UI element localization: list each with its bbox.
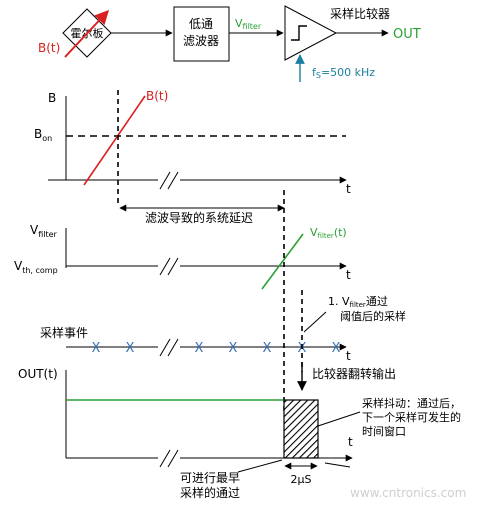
- sampling-jitter-window: [283, 399, 319, 459]
- block-diagram: 霍尔板 B(t) 低通 滤波器 Vfilter 采样比较器 OUT fS=500…: [38, 5, 421, 82]
- axis-break-mark: [167, 338, 179, 357]
- sample-marker: X: [332, 341, 341, 356]
- sample-frequency-label: fS=500 kHz: [312, 66, 375, 80]
- earliest-sample-line2: 采样的通过: [180, 485, 240, 500]
- earliest-sample-pointer: [237, 459, 283, 473]
- first-sample-note-line2: 阈值后的采样: [340, 309, 406, 323]
- axis-break-mark: [167, 257, 179, 276]
- b-on-label: Bon: [34, 127, 52, 143]
- axis-break-mark: [159, 171, 171, 190]
- output-label: OUT: [393, 27, 421, 42]
- delay-label: 滤波导致的系统延迟: [145, 210, 253, 225]
- plot-out-y-label: OUT(t): [18, 367, 58, 381]
- jitter-note-line1: 采样抖动：通过后，: [362, 396, 461, 410]
- low-pass-filter-block: [173, 6, 230, 62]
- vth-comp-label: Vth, comp: [14, 259, 58, 275]
- plot-vfilter-y-label: Vfilter: [30, 223, 58, 239]
- sampling-events: 采样事件 t X X X X X X X 1. Vfilter通过 阈值后的采样…: [40, 290, 406, 391]
- sampling-comparator-block: [284, 5, 338, 61]
- sample-marker: X: [126, 341, 135, 356]
- plot-b-y-label: B: [48, 91, 56, 105]
- filter-delay-annotation: 滤波导致的系统延迟: [119, 204, 285, 225]
- b-t-curve: [83, 95, 146, 186]
- earliest-sample-line1: 可进行最早: [180, 471, 240, 485]
- sampling-x-label: t: [346, 349, 351, 363]
- vfilter-signal-label: Vfilter: [235, 17, 262, 31]
- first-sample-note-pointer: [303, 311, 327, 333]
- jitter-note-line2: 下一个采样可发生的: [362, 410, 461, 424]
- plot-out: OUT(t) t 采样抖动：通过后， 下一个采样可发生的 时间窗口 2μS 可进…: [18, 367, 461, 500]
- comparator-title: 采样比较器: [330, 6, 390, 21]
- axis-break-mark: [159, 338, 171, 357]
- axis-break-mark: [159, 257, 171, 276]
- jitter-note-line3: 时间窗口: [362, 424, 406, 438]
- sample-marker: X: [263, 341, 272, 356]
- plot-out-x-label: t: [348, 435, 353, 449]
- b-t-curve-label: B(t): [146, 89, 168, 103]
- vfilter-curve: [261, 233, 304, 290]
- hysteresis-icon: [291, 25, 307, 41]
- plot-b-field: B t Bon B(t): [34, 89, 351, 205]
- vfilter-curve-label: Vfilter(t): [310, 226, 347, 240]
- input-label-bt: B(t): [38, 41, 60, 55]
- sample-marker: X: [229, 341, 238, 356]
- plot-vfilter: Vfilter Vth, comp t Vfilter(t): [14, 190, 351, 415]
- next-sample-pointer: [324, 462, 351, 468]
- first-sample-note-line1: 1. Vfilter通过: [328, 295, 388, 309]
- sample-marker: X: [92, 341, 101, 356]
- sampling-events-label: 采样事件: [40, 325, 88, 340]
- watermark: www.cntronics.com: [350, 486, 466, 500]
- jitter-note-pointer: [317, 411, 361, 427]
- axis-break-mark: [167, 449, 179, 468]
- window-width-label: 2μS: [291, 473, 312, 486]
- magnetic-field-arrow: [64, 9, 109, 58]
- comparator-flip-label: 比较器翻转输出: [312, 366, 396, 381]
- axis-break-mark: [167, 171, 179, 190]
- axis-break-mark: [159, 449, 171, 468]
- filter-label-line2: 滤波器: [183, 34, 219, 48]
- plot-b-x-label: t: [346, 182, 351, 196]
- sample-marker: X: [195, 341, 204, 356]
- filter-label-line1: 低通: [189, 17, 213, 31]
- plot-vfilter-x-label: t: [346, 268, 351, 282]
